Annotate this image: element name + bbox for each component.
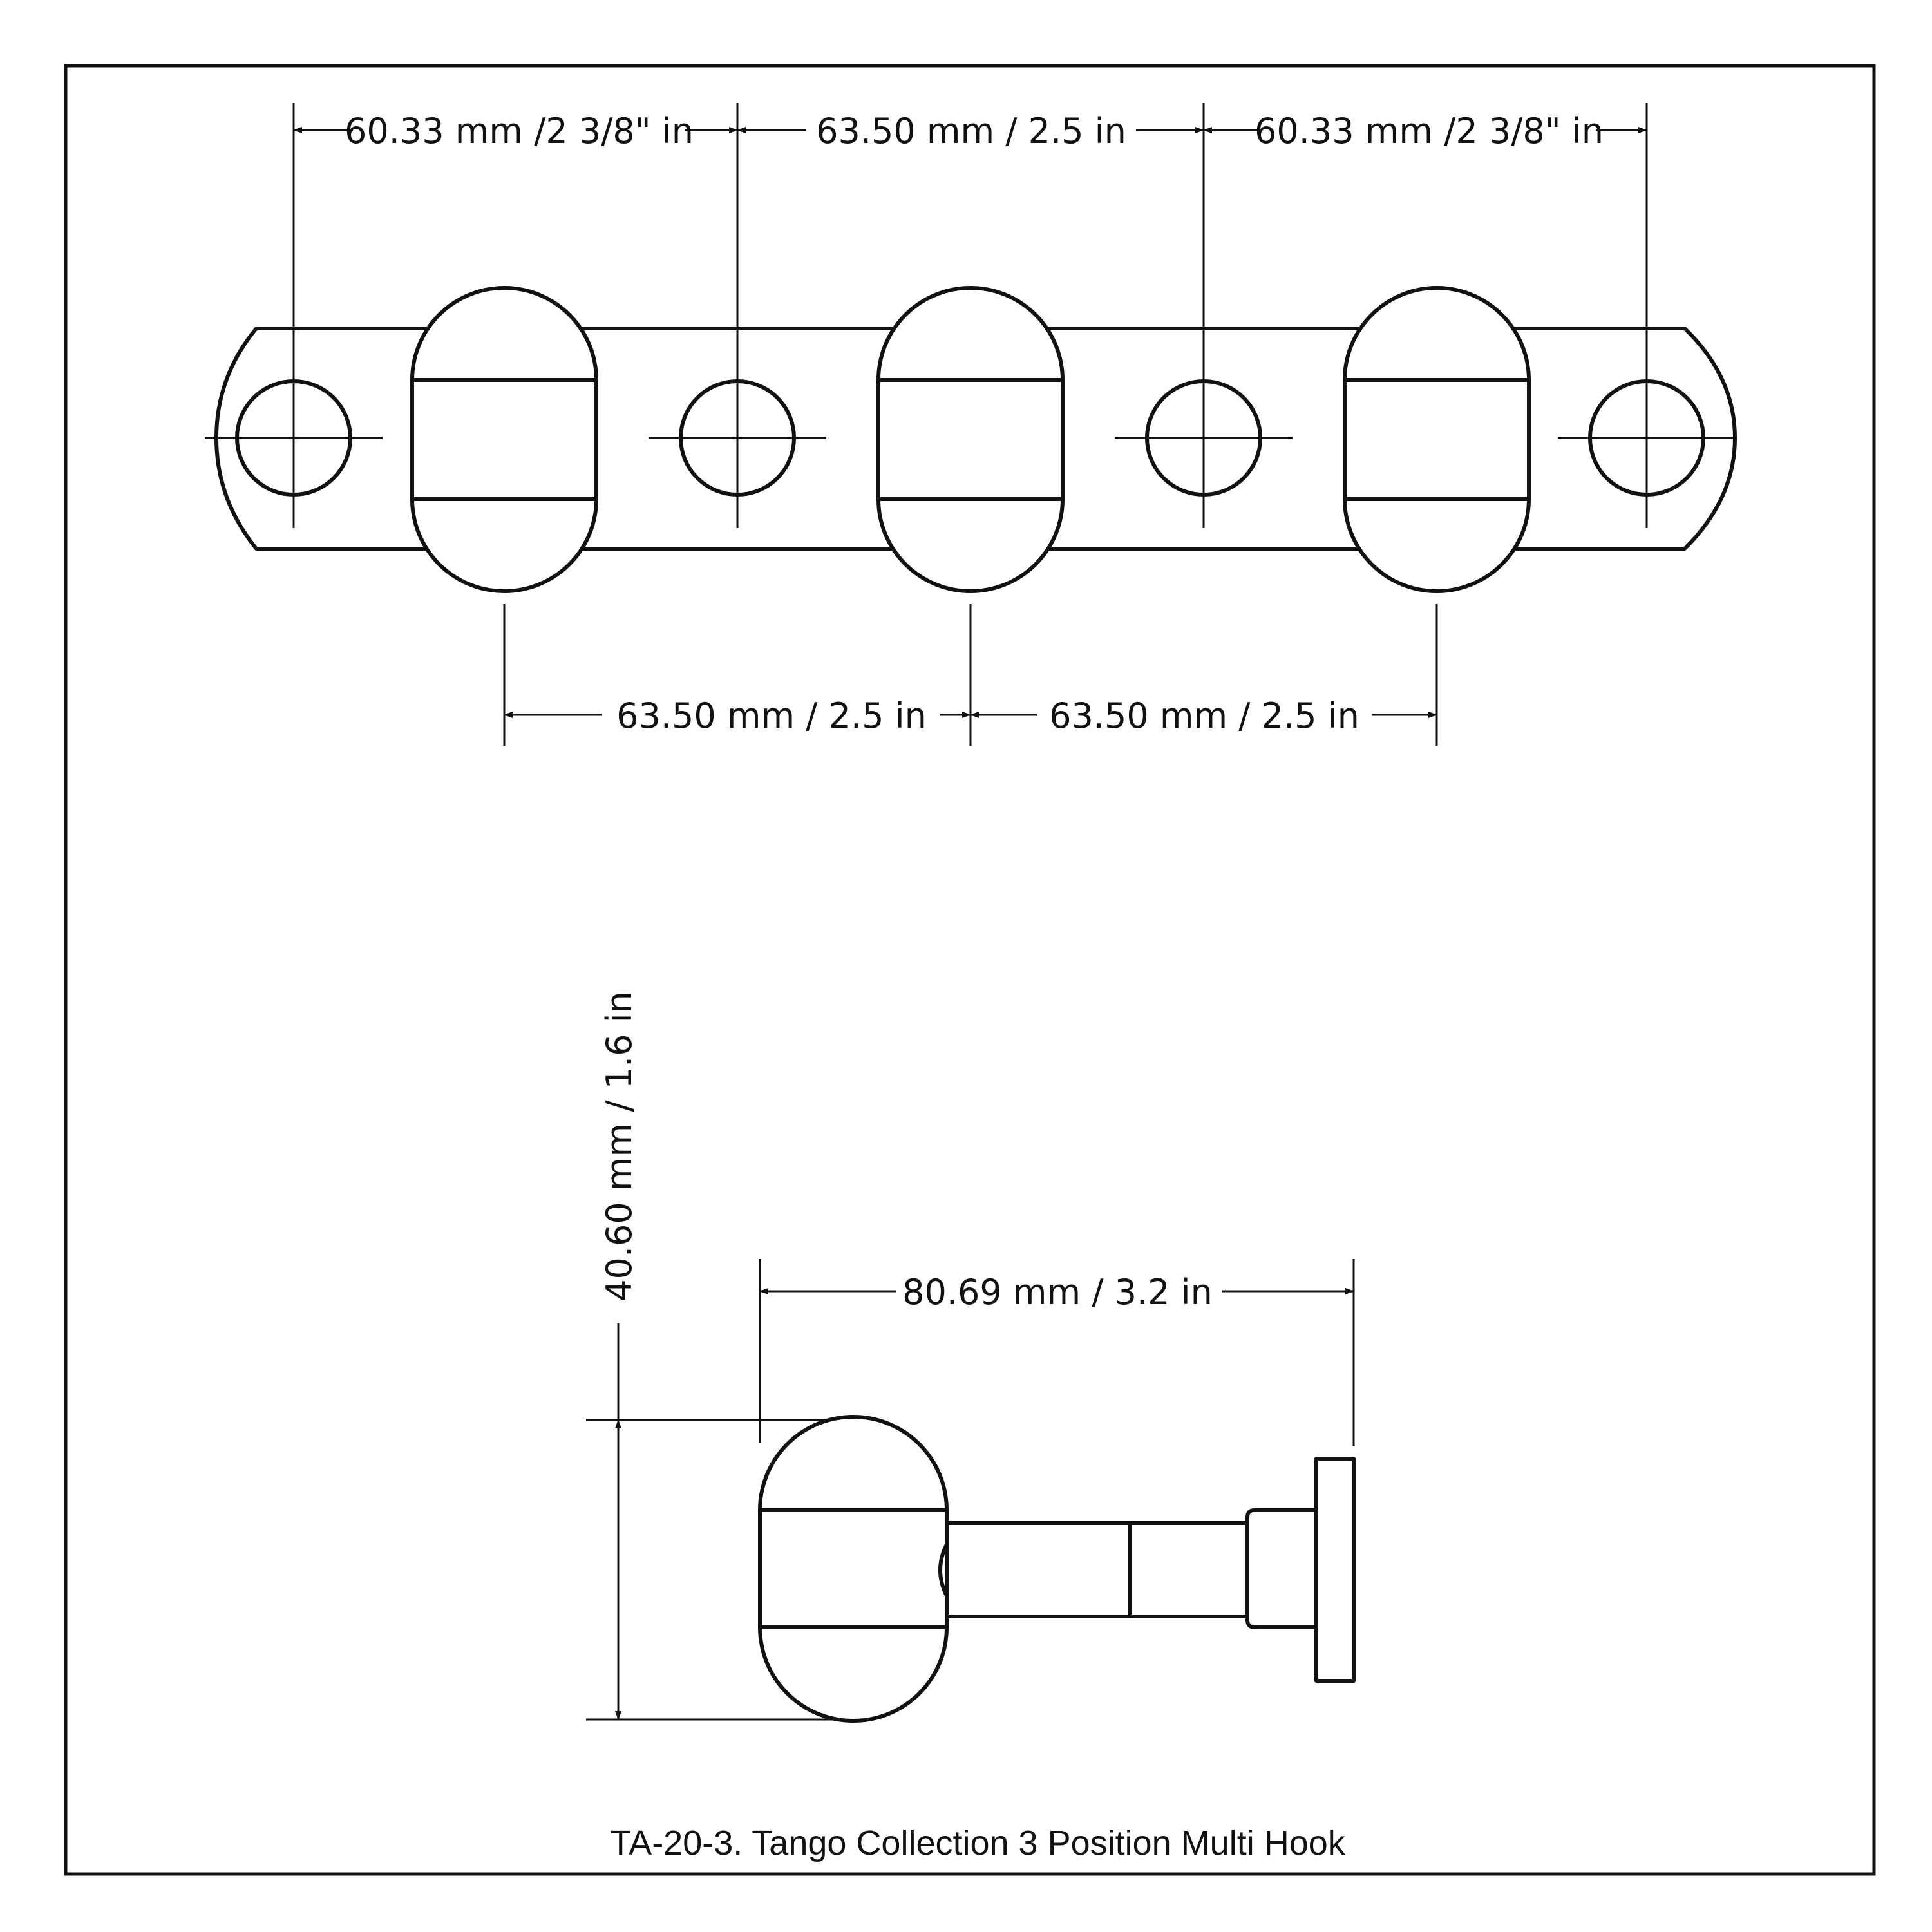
caption: TA-20-3. Tango Collection 3 Position Mul…: [610, 1824, 1346, 1862]
dimension-top-3: 60.33 mm /2 3/8" in: [1203, 111, 1647, 151]
screw-hole-4: [1558, 103, 1736, 528]
dimension-label: 60.33 mm /2 3/8" in: [345, 111, 694, 151]
top-view: 60.33 mm /2 3/8" in 63.50 mm / 2.5 in 60…: [205, 103, 1737, 746]
screw-hole-1: [205, 103, 383, 528]
dimension-label: 63.50 mm / 2.5 in: [1049, 696, 1359, 736]
dimension-bottom-1: 63.50 mm / 2.5 in: [504, 696, 971, 736]
dimension-bottom-2: 63.50 mm / 2.5 in: [970, 696, 1437, 736]
hook-knob-2: [876, 286, 1065, 593]
dimension-top-2: 63.50 mm / 2.5 in: [737, 111, 1204, 151]
mounting-plate: [214, 327, 1737, 551]
dimension-width: 80.69 mm / 3.2 in: [759, 1272, 1354, 1312]
drawing-frame: [64, 64, 1876, 1876]
hook-collar: [1245, 1508, 1318, 1629]
hook-knob-1: [410, 286, 598, 593]
hook-knob-3: [1343, 286, 1531, 593]
screw-hole-2: [649, 103, 826, 528]
wall-flange: [1314, 1457, 1356, 1683]
dimension-label: 60.33 mm /2 3/8" in: [1255, 111, 1604, 151]
hook-arm: [945, 1521, 1249, 1618]
dimension-label: 63.50 mm / 2.5 in: [616, 696, 927, 736]
hook-knob-side: [758, 1415, 949, 1723]
dimension-label: 40.60 mm / 1.6 in: [599, 991, 639, 1302]
dimension-label: 80.69 mm / 3.2 in: [902, 1272, 1213, 1312]
screw-hole-3: [1115, 103, 1293, 528]
dimension-label: 63.50 mm / 2.5 in: [816, 111, 1126, 151]
side-view: 80.69 mm / 3.2 in 40.60 mm / 1.6 in: [586, 991, 1356, 1723]
dimension-top-1: 60.33 mm /2 3/8" in: [293, 111, 738, 151]
dimension-height: 40.60 mm / 1.6 in: [599, 991, 639, 1720]
